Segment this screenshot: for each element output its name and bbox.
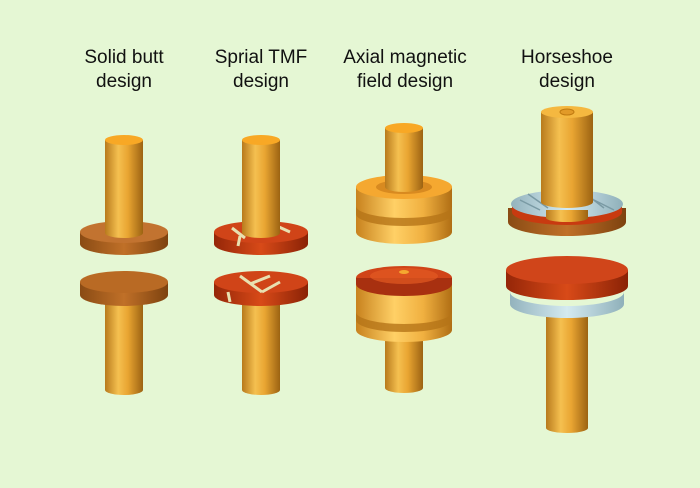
horseshoe-upper-contact [508, 106, 626, 236]
label-horseshoe-design: Horseshoe design [521, 47, 613, 92]
spiral-tmf-upper-contact [214, 135, 308, 255]
spiral-tmf-lower-contact [214, 271, 308, 395]
label-spiral-tmf-design: Sprial TMF design [214, 47, 308, 92]
horseshoe-lower-contact [506, 256, 628, 433]
solid-butt-lower-contact [80, 271, 168, 395]
solid-butt-upper-contact [80, 135, 168, 255]
label-axial-magnetic-field-design: Axial magnetic field design [343, 47, 467, 92]
axial-magnetic-upper-contact [356, 123, 452, 244]
label-solid-butt-design: Solid butt design [84, 47, 164, 92]
axial-magnetic-lower-contact [356, 266, 452, 393]
